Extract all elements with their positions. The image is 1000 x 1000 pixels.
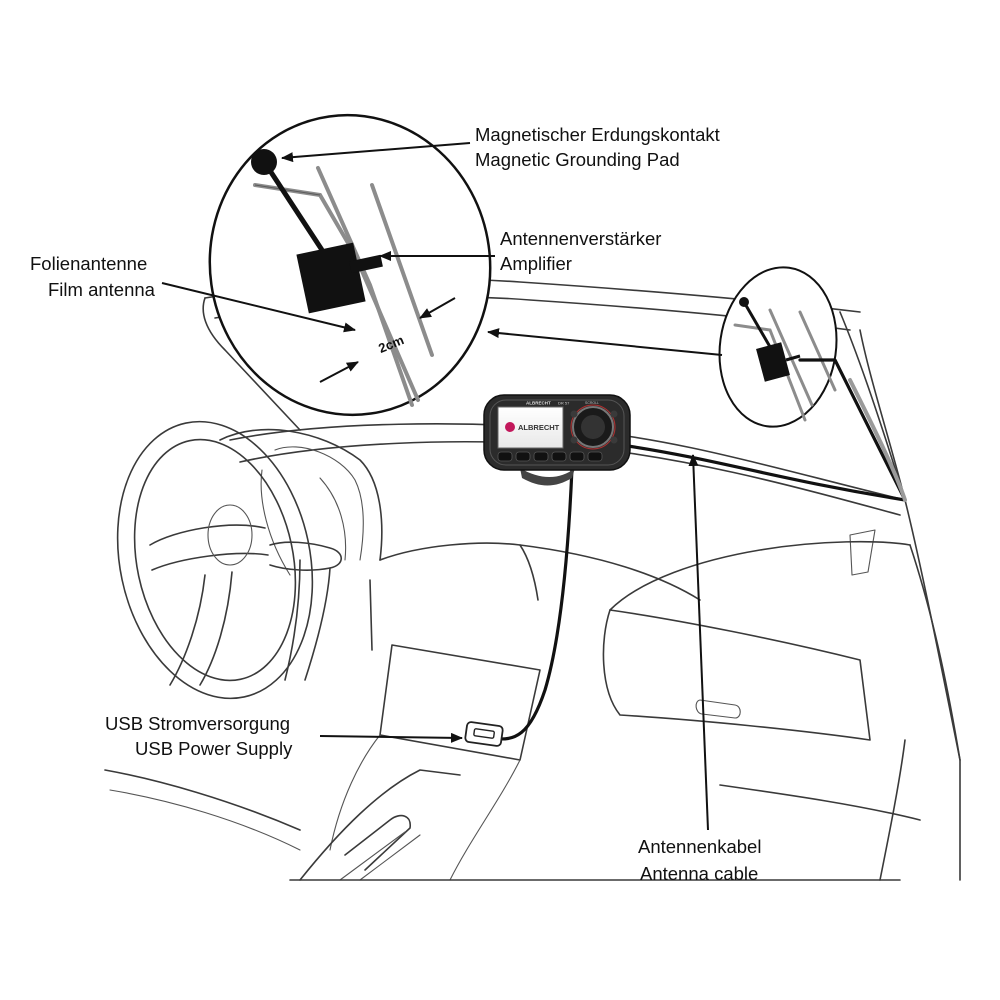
usb-label-de: USB Stromversorgung: [105, 713, 290, 734]
antenna-cable-label-en: Antenna cable: [640, 863, 758, 884]
usb-arrow: [319, 732, 463, 743]
antenna-cable-arrow: [688, 454, 709, 831]
antenna-cable-label-de: Antennenkabel: [638, 836, 761, 857]
brand-logo-icon: [505, 422, 515, 432]
amplifier-label-de: Antennenverstärker: [500, 228, 661, 249]
car-interior-drawing: [104, 278, 961, 881]
amplifier-icon: [296, 242, 383, 314]
grounding-label-en: Magnetic Grounding Pad: [475, 149, 680, 170]
antenna-cable: [626, 358, 907, 502]
film-antenna-strips: [253, 166, 434, 407]
usb-power-cable: [490, 466, 574, 741]
film-antenna-arrow: [161, 282, 356, 333]
grounding-label-de: Magnetischer Erdungskontakt: [475, 124, 720, 145]
grounding-arrow: [281, 142, 471, 163]
usb-label-en: USB Power Supply: [135, 738, 293, 759]
detail-bubble-large: 2cm: [208, 113, 492, 417]
amplifier-label-en: Amplifier: [500, 253, 572, 274]
steering-wheel: [116, 420, 314, 700]
usb-socket: [464, 721, 504, 747]
detail-bubble-small: [718, 266, 838, 428]
film-antenna-label-de: Folienantenne: [30, 253, 147, 274]
knob-label: SCROLL: [585, 401, 599, 405]
device-brand: ALBRECHT: [526, 401, 551, 406]
albrecht-dab-radio: ALBRECHT ALBRECHT DR 57 SCROLL: [483, 394, 631, 486]
grounding-pad-small-icon: [739, 297, 749, 307]
preset-buttons: [497, 451, 603, 462]
device-model: DR 57: [558, 401, 570, 406]
film-antenna-label-en: Film antenna: [48, 279, 156, 300]
screen-brand: ALBRECHT: [518, 423, 560, 432]
amplifier-small-icon: [756, 342, 790, 382]
magnetic-grounding-pad-icon: [251, 149, 277, 175]
